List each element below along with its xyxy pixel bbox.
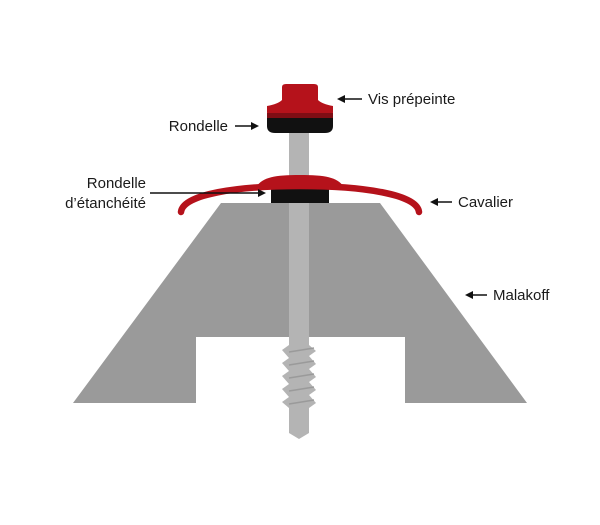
label-malakoff: Malakoff xyxy=(493,287,550,304)
label-cavalier: Cavalier xyxy=(458,194,513,211)
thread-lines xyxy=(288,347,315,405)
arrow-cavalier-head xyxy=(430,198,438,206)
label-rondelle: Rondelle xyxy=(169,118,228,135)
cavalier-bump xyxy=(256,175,344,187)
label-vis-prepeinte: Vis prépeinte xyxy=(368,91,455,108)
arrow-rondelle-head xyxy=(251,122,259,130)
label-rondelle-etancheite-2: d’étanchéité xyxy=(65,195,146,212)
screw-shaft xyxy=(289,128,309,358)
arrow-malakoff-head xyxy=(465,291,473,299)
arrow-etancheite-head xyxy=(258,189,266,197)
screw-head xyxy=(267,84,333,117)
arrow-vis-head xyxy=(337,95,345,103)
screw-head-band xyxy=(267,113,333,118)
arrows xyxy=(150,95,487,299)
screw-thread xyxy=(282,345,316,439)
label-rondelle-etancheite-1: Rondelle xyxy=(87,175,146,192)
washer xyxy=(267,118,333,133)
